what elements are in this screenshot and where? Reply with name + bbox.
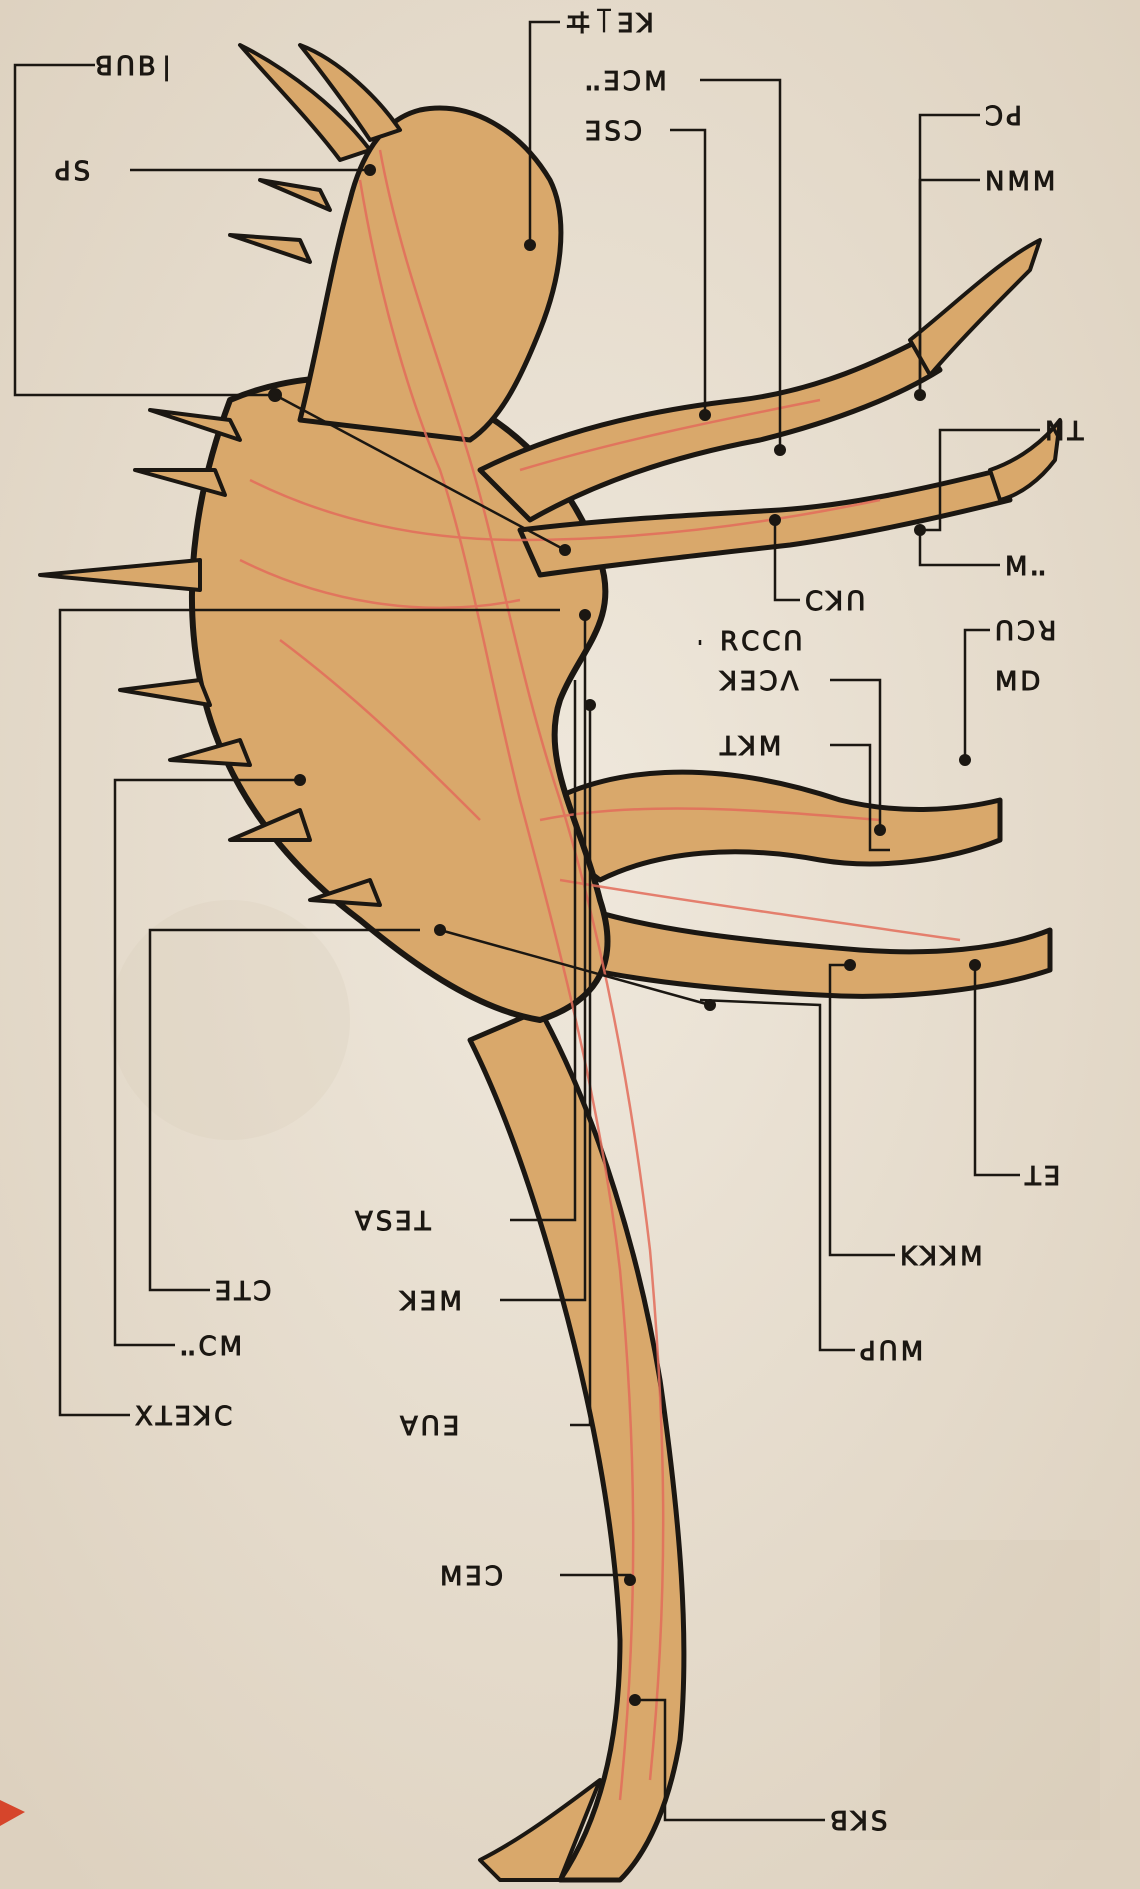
label-spine-c: ꓯꓵꓱ <box>399 1412 462 1442</box>
label-tail-tip: ꓭꓘꓢ <box>830 1807 890 1837</box>
label-side-left: ꓫꓕꓱꓘꓚ <box>134 1402 235 1432</box>
label-wrist-a: ꓵꓛꓤ <box>995 617 1059 647</box>
label-wrist-b: ꓟꓓ <box>995 667 1043 697</box>
label-upper-left: ꓭꓵꓐ| <box>95 52 177 82</box>
label-forearm-lower: ꓚꓘꓵ <box>805 587 868 617</box>
paper-stain <box>880 1540 1100 1840</box>
label-hand-lower-b: ꓟꓺ <box>1005 552 1049 582</box>
label-hip-left: ꓱꓕꓛ <box>215 1277 275 1307</box>
label-upper-arm-a: ꓺꓱꓛꓟ <box>585 67 670 97</box>
label-hand-lower-a: ꓠꓕ <box>1045 417 1086 447</box>
label-spine-a: ꓯꓢꓱꓕ <box>354 1207 434 1237</box>
label-thigh-mid: ꓕꓘꓟ <box>719 732 784 762</box>
label-back: ꓗꓘꓘꓟ <box>900 1242 986 1272</box>
label-elbow: ꓣꓚꓚꓵ <box>720 627 805 657</box>
label-spine-b: ꓘꓱꓟ <box>398 1287 465 1317</box>
label-thigh-upper: ꓘꓱꓛꓥ <box>718 667 802 697</box>
label-foot: ꓕꓱ <box>1024 1162 1063 1192</box>
label-hand-upper-a: ꓛꓒ <box>985 102 1025 132</box>
label-head-top: ヰ꓄ꓱꓘ <box>565 8 657 39</box>
label-hand-upper-b: ꓠꓟꓟ <box>985 167 1058 197</box>
label-knee: ꓒꓵꓟ <box>860 1337 926 1367</box>
label-belly-left: ꓺꓚꓟ <box>180 1332 245 1362</box>
label-tail-mid: ꓟꓱꓛ <box>440 1562 506 1592</box>
label-upper-arm-b: ꓱꓢꓛ <box>585 117 645 147</box>
label-horn: ꓒꓢ <box>55 157 93 187</box>
paper-stain <box>110 900 350 1140</box>
